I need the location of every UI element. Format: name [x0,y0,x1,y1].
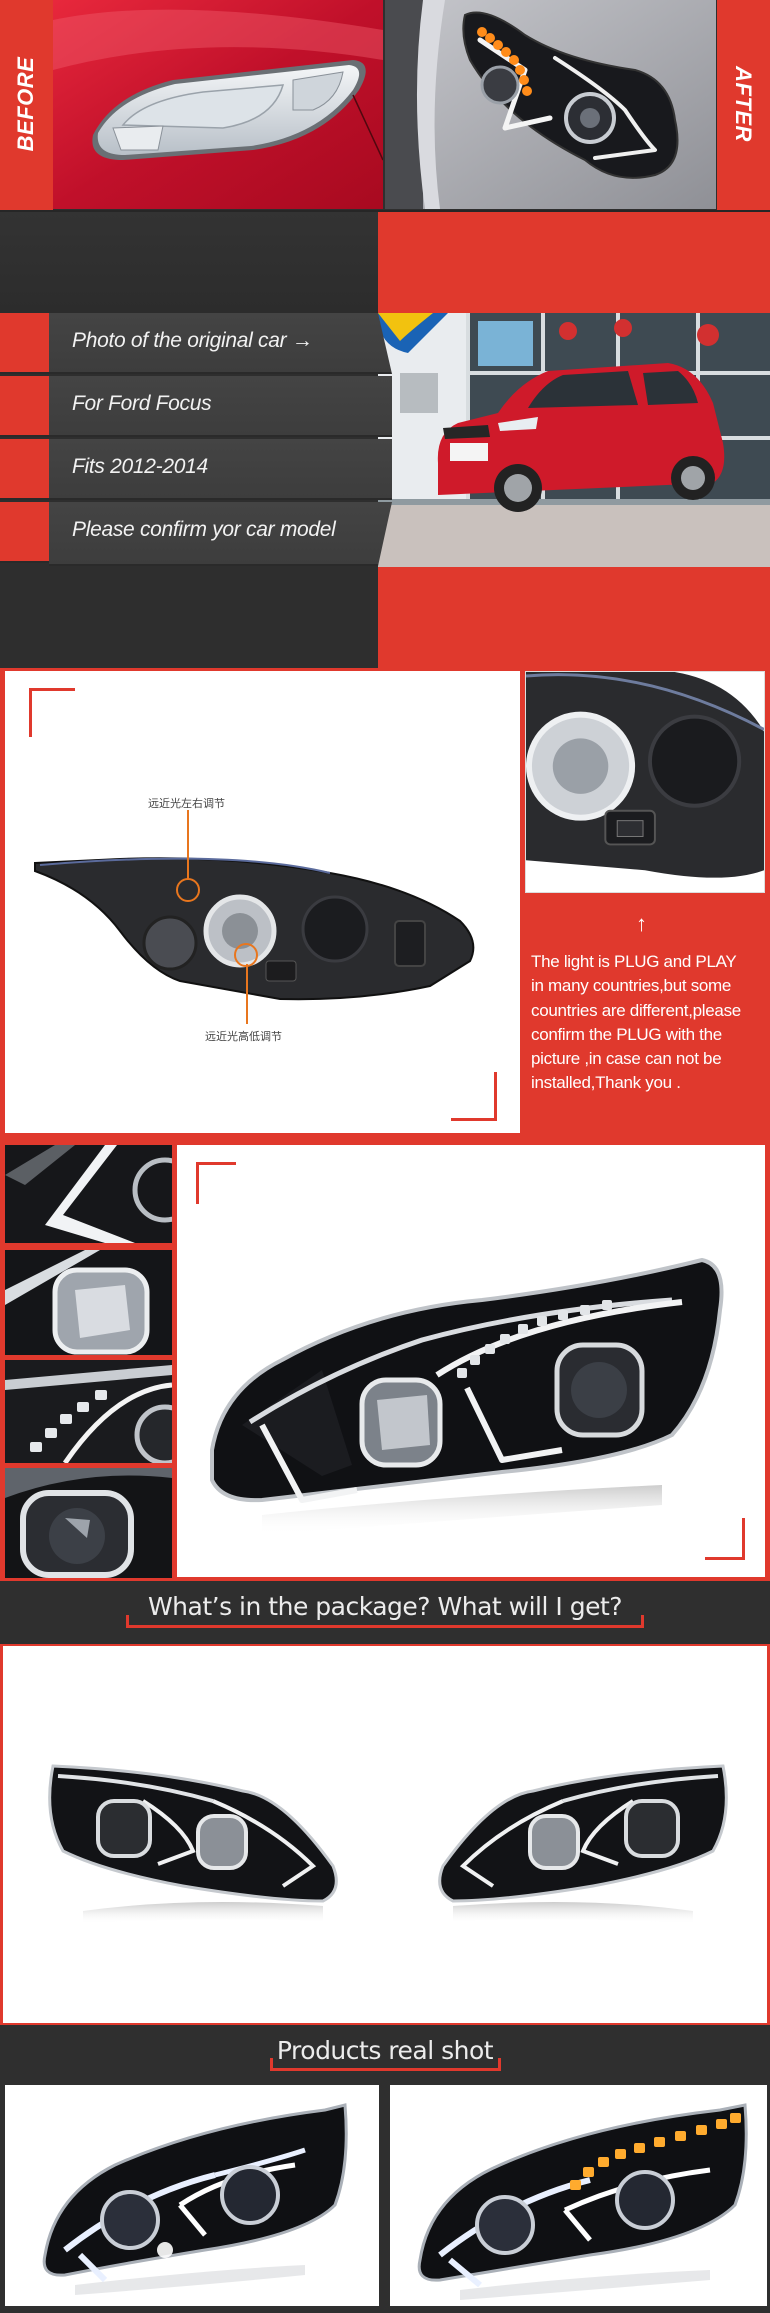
after-label: AFTER [731,66,756,142]
detail-thumbnail-2 [5,1250,172,1355]
after-photo [385,0,716,209]
corner-bracket-top-left [29,688,75,737]
info-row-text: Photo of the original car → [72,329,313,352]
info-row-text: Please confirm yor car model [72,518,336,541]
real-shot-title: Products real shot [276,2036,494,2065]
row-marker-4 [0,502,49,563]
headlight-front-view [210,1257,724,1535]
plug-closeup-photo [525,671,765,893]
package-header: What’s in the package? What will I get? [0,1581,770,1644]
detail-main-panel [177,1145,765,1577]
row-marker-2 [0,376,49,437]
real-shot-title-underline [270,2058,501,2071]
detail-thumbnail-1 [5,1145,172,1243]
corner-bracket-top-left [196,1162,236,1204]
band-dark [0,210,378,313]
callout-circle-top [176,878,200,902]
headlight-rear-view [34,857,475,1001]
corner-bracket-bottom-right [705,1518,745,1560]
rear-view-panel: 远近光左右调节 远近光高低调节 [5,671,520,1133]
info-row-years: Fits 2012-2014 [49,439,392,500]
info-row-confirm: Please confirm yor car model [49,502,392,566]
row-marker-3 [0,439,49,500]
real-shot-header: Products real shot [0,2025,770,2083]
before-label: BEFORE [13,56,38,152]
info-row-text: For Ford Focus [72,392,212,415]
plug-notice-line: The light is PLUG and PLAY [531,952,737,971]
plug-notice: The light is PLUG and PLAY in many count… [531,950,767,1096]
headlight-pair-image [48,1764,728,1924]
plug-notice-line: installed,Thank you . [531,1073,681,1093]
detail-thumbnail-3 [5,1360,172,1463]
package-title-underline [126,1615,644,1628]
callout-line-top [187,810,189,880]
package-title: What’s in the package? What will I get? [147,1592,623,1621]
row-marker-1 [0,313,49,374]
annotation-vertical-adjust: 远近光高低调节 [205,1030,282,1043]
info-row-text: Fits 2012-2014 [72,455,208,478]
detail-thumbnail-4 [5,1468,172,1578]
info-row-model: For Ford Focus [49,376,392,437]
band-red [378,210,770,313]
headlight-right [438,1764,728,1924]
headlight-left [48,1764,338,1924]
after-strip: AFTER [717,0,770,210]
callout-line-bottom [246,964,248,1024]
real-shot-drl-and-turn-signal [390,2085,767,2306]
before-strip: BEFORE [0,0,53,210]
up-arrow-icon: ↑ [636,911,647,936]
corner-bracket-bottom-right [451,1072,497,1121]
callout-circle-bottom [234,943,258,967]
info-row-photo: Photo of the original car → [49,313,392,374]
real-shot-drl-on [5,2085,379,2306]
plug-notice-line: countries are different,please [531,1000,741,1020]
plug-notice-line: in many countries,but some [531,976,732,996]
package-panel [3,1646,767,2023]
before-photo [53,0,383,209]
plug-notice-line: confirm the PLUG with the [531,1024,722,1044]
annotation-horizontal-adjust: 远近光左右调节 [148,797,225,810]
plug-notice-line: picture ,in case can not be [531,1049,722,1069]
original-car-photo [378,313,770,567]
